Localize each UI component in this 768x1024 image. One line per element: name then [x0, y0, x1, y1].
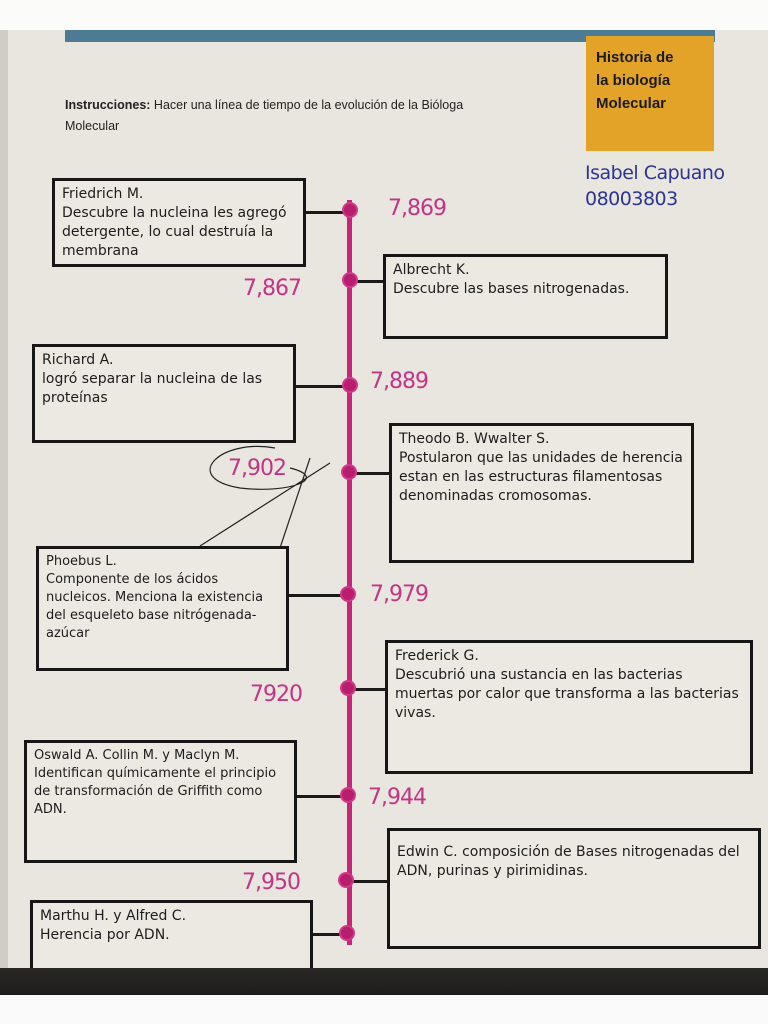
- instructions-label: Instrucciones:: [65, 98, 151, 112]
- timeline-dot: [341, 464, 357, 480]
- event-who: Edwin C.: [397, 844, 458, 860]
- event-year: 7,889: [370, 369, 429, 394]
- header-bar: [65, 30, 715, 42]
- timeline-dot: [342, 202, 358, 218]
- connector: [350, 688, 386, 691]
- timeline-axis: [347, 200, 352, 945]
- timeline-dot: [340, 680, 356, 696]
- title-line: Molecular: [596, 95, 667, 112]
- event-text: Descubrió una sustancia en las bacterias…: [395, 667, 739, 721]
- instructions-text: Hacer una línea de tiempo de la evolució…: [65, 98, 464, 133]
- event-year: 7,950: [242, 870, 301, 895]
- event-text: composición de Bases nitrogenadas del AD…: [397, 844, 740, 879]
- event-who: Friedrich M.: [62, 186, 144, 202]
- timeline-dot: [340, 787, 356, 803]
- event-box: Phoebus L. Componente de los ácidos nucle…: [36, 546, 289, 671]
- paper-edge: [0, 30, 8, 970]
- title-line: Historia de: [596, 49, 674, 66]
- event-box: Marthu H. y Alfred C. Herencia por ADN.: [30, 900, 313, 975]
- event-box: Richard A. logró separar la nucleina de l…: [32, 344, 296, 443]
- event-box: Friedrich M. Descubre la nucleina les agr…: [52, 178, 306, 267]
- timeline-dot: [340, 586, 356, 602]
- student-id: 08003803: [585, 188, 678, 210]
- event-year: 7,944: [368, 785, 427, 810]
- event-box: Theodo B. Wwalter S. Postularon que las u…: [389, 423, 694, 563]
- event-who: Phoebus L.: [46, 554, 117, 569]
- title-box: Historia de la biología Molecular: [586, 36, 714, 151]
- event-who: Marthu H. y Alfred C.: [40, 908, 187, 924]
- event-text: Postularon que las unidades de herencia …: [399, 450, 683, 504]
- event-year: 7,867: [243, 276, 302, 301]
- student-info: Isabel Capuano 08003803: [585, 160, 725, 212]
- event-who: Frederick G.: [395, 648, 479, 664]
- connector: [288, 594, 348, 597]
- title-line: la biología: [596, 72, 671, 89]
- connector: [305, 211, 350, 214]
- event-year: 7,902: [228, 456, 287, 481]
- event-text: Herencia por ADN.: [40, 927, 170, 943]
- connector: [312, 933, 348, 936]
- student-name: Isabel Capuano: [585, 162, 725, 184]
- event-box: Albrecht K. Descubre las bases nitrogenad…: [383, 254, 668, 339]
- timeline-dot: [338, 872, 354, 888]
- connector: [350, 280, 384, 283]
- timeline-dot: [342, 377, 358, 393]
- connector: [350, 880, 388, 883]
- event-year: 7,979: [370, 582, 429, 607]
- event-who: Oswald A. Collin M. y Maclyn M.: [34, 748, 240, 763]
- event-who: Theodo B. Wwalter S.: [399, 431, 550, 447]
- event-text: Descubre las bases nitrogenadas.: [393, 281, 630, 297]
- connector: [350, 472, 391, 475]
- event-box: Frederick G. Descubrió una sustancia en l…: [385, 640, 753, 774]
- timeline-dot: [342, 272, 358, 288]
- event-text: logró separar la nucleina de las proteín…: [42, 371, 263, 406]
- timeline-dot: [339, 925, 355, 941]
- event-who: Richard A.: [42, 352, 114, 368]
- connector: [295, 385, 350, 388]
- page-top-margin: [0, 0, 768, 30]
- event-who: Albrecht K.: [393, 262, 470, 278]
- scribble-mark: [199, 445, 331, 548]
- event-year: 7920: [250, 682, 303, 707]
- page-bottom-margin: [0, 995, 768, 1024]
- connector: [296, 795, 348, 798]
- event-text: Componente de los ácidos nucleicos. Menc…: [46, 572, 264, 641]
- event-box: Edwin C. composición de Bases nitrogenad…: [387, 828, 761, 949]
- instructions: Instrucciones: Hacer una línea de tiempo…: [65, 95, 515, 137]
- event-box: Oswald A. Collin M. y Maclyn M. Identific…: [24, 740, 297, 863]
- event-year: 7,869: [388, 196, 447, 221]
- event-text: Identifican químicamente el principio de…: [34, 766, 277, 817]
- event-text: Descubre la nucleina les agregó detergen…: [62, 205, 287, 259]
